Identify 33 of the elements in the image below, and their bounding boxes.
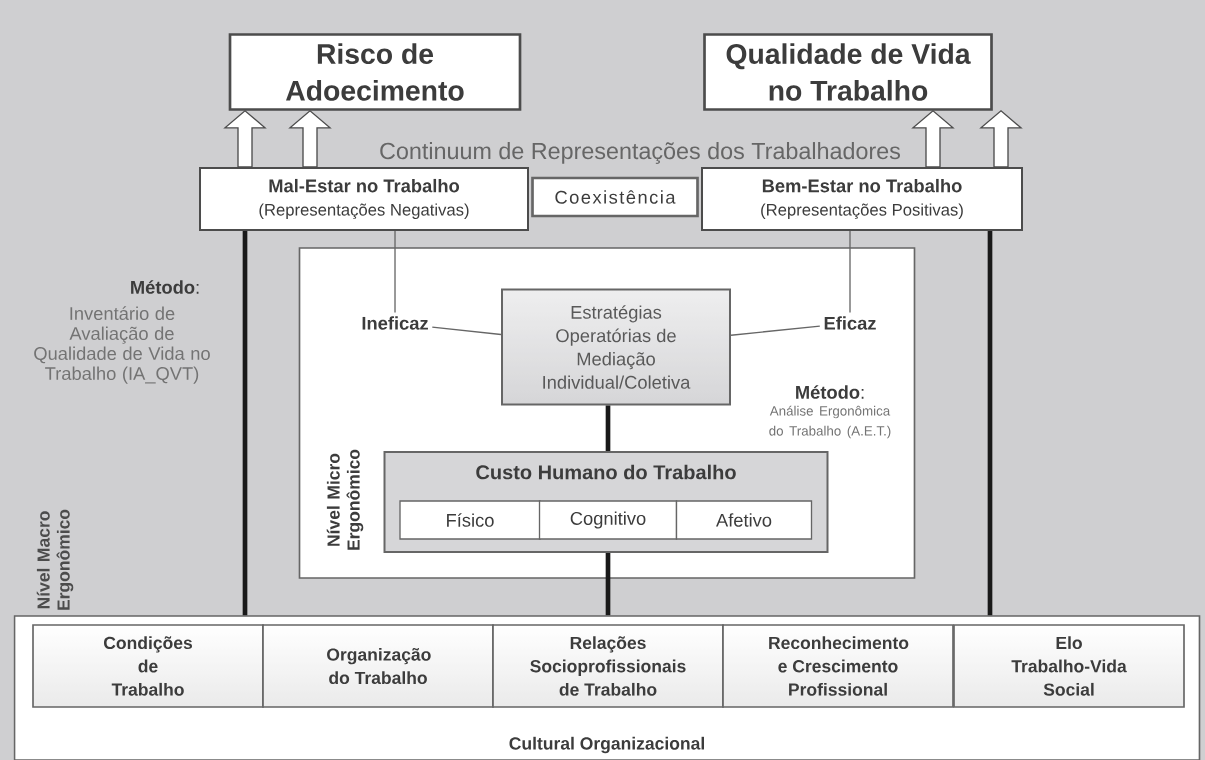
connector-line xyxy=(605,405,611,451)
outcome-label: Eficaz xyxy=(824,316,876,330)
connector-line xyxy=(730,325,821,336)
strategy-box: Estratégias Operatórias de Mediação Individual/Coletiva xyxy=(501,288,731,406)
block-arrow xyxy=(911,109,955,168)
block-arrow xyxy=(288,109,332,168)
cost-cell: Afetivo xyxy=(675,500,813,540)
factor-box: Organização do Trabalho xyxy=(262,624,494,708)
factor-box: Reconhecimento e Crescimento Profissional xyxy=(722,624,954,708)
connector-line xyxy=(987,231,993,616)
coexistence-box: Coexistência xyxy=(531,176,699,218)
cost-cell: Cognitivo xyxy=(538,500,678,540)
outcome-label: Ineficaz xyxy=(362,316,428,330)
method-description: Inventário de Avaliação de Qualidade de Vida no Trabalho (IA_QVT) xyxy=(34,306,210,384)
connector-line xyxy=(605,553,611,616)
result-box: Qualidade de Vida no Trabalho xyxy=(703,33,993,111)
cost-cell: Físico xyxy=(399,500,541,540)
method-label: Método: xyxy=(796,385,864,399)
method-description: Análise Ergonômica do Trabalho (A.E.T.) xyxy=(769,405,891,439)
factor-box: Condições de Trabalho xyxy=(32,624,264,708)
result-box: Risco de Adoecimento xyxy=(228,33,522,111)
connector-line xyxy=(394,230,396,314)
factor-box: Elo Trabalho-Vida Social xyxy=(953,624,1185,708)
connector-line xyxy=(242,231,248,616)
connector-line xyxy=(431,326,502,336)
representation-box: Bem-Estar no Trabalho (Representações Positivas) xyxy=(701,167,1023,231)
connector-line xyxy=(849,230,851,314)
continuum-label: Continuum de Representações dos Trabalhadores xyxy=(380,142,900,164)
factor-box: Relações Socioprofissionais de Trabalho xyxy=(492,624,724,708)
block-arrow xyxy=(979,109,1023,168)
block-arrow xyxy=(223,109,267,168)
method-label: Método: xyxy=(131,280,199,294)
representation-box: Mal-Estar no Trabalho (Representações Negativas) xyxy=(199,167,529,231)
